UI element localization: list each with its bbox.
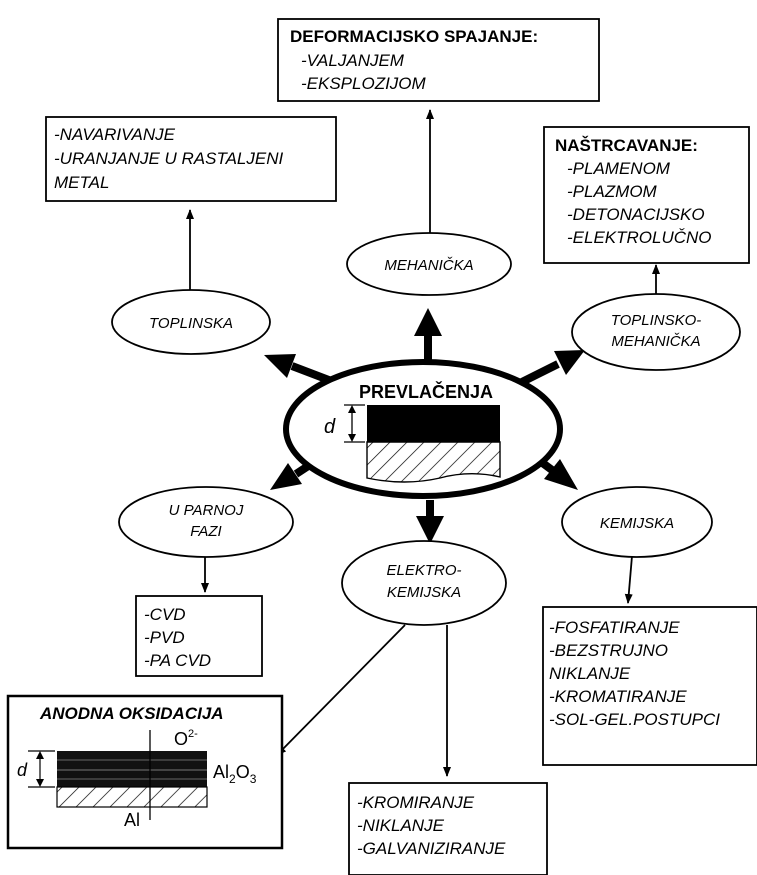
center-node: PREVLAČENJA d xyxy=(283,359,563,499)
chemical-item-1: -FOSFATIRANJE xyxy=(549,618,680,637)
method-toplinsko-mehanicka: TOPLINSKO- MEHANIČKA xyxy=(571,293,741,371)
deformation-item-2: -EKSPLOZIJOM xyxy=(301,74,427,93)
oxygen-ion-label: O2- xyxy=(174,728,198,749)
arrow-to-elektro-kemijska xyxy=(416,500,444,544)
arrow-to-toplinska xyxy=(264,354,336,386)
coating-layer xyxy=(367,405,500,442)
electro-item-1: -KROMIRANJE xyxy=(357,793,475,812)
chemical-item-5: -SOL-GEL.POSTUPCI xyxy=(549,710,720,729)
toplinsko-mehanicka-line1: TOPLINSKO- xyxy=(611,312,702,329)
anodic-title: ANODNA OKSIDACIJA xyxy=(39,704,224,723)
thermal-item-2: -URANJANJE U RASTALJENI xyxy=(54,149,283,168)
aluminium-label: Al xyxy=(124,810,140,830)
box-chemical: -FOSFATIRANJE -BEZSTRUJNO NIKLANJE -KROM… xyxy=(542,606,757,766)
deformation-item-1: -VALJANJEM xyxy=(301,51,405,70)
u-parnoj-fazi-line2: FAZI xyxy=(190,523,221,540)
toplinsko-mehanicka-line2: MEHANIČKA xyxy=(611,333,700,350)
arrow-elektro-to-anodic-box xyxy=(276,624,406,756)
spraying-title: NAŠTRCAVANJE: xyxy=(555,136,698,155)
elektro-kemijska-line2: KEMIJSKA xyxy=(387,584,461,601)
box-thermal: -NAVARIVANJE -URANJANJE U RASTALJENI MET… xyxy=(45,116,337,202)
chemical-item-3: NIKLANJE xyxy=(549,664,631,683)
box-anodic: ANODNA OKSIDACIJA d O2- Al2O3 Al xyxy=(6,694,284,850)
box-vapour: -CVD -PVD -PA CVD xyxy=(135,595,263,677)
mehanicka-label: MEHANIČKA xyxy=(384,257,473,274)
aluminium-layer xyxy=(56,786,208,808)
deformation-title: DEFORMACIJSKO SPAJANJE: xyxy=(290,27,538,46)
method-elektro-kemijska: ELEKTRO- KEMIJSKA xyxy=(341,540,507,626)
anodic-thickness-label: d xyxy=(17,760,28,780)
box-deformation: DEFORMACIJSKO SPAJANJE: -VALJANJEM -EKSP… xyxy=(277,18,600,102)
thermal-item-1: -NAVARIVANJE xyxy=(54,125,176,144)
arrow-to-toplinsko-mehanicka xyxy=(520,350,585,386)
spraying-item-3: -DETONACIJSKO xyxy=(567,205,705,224)
spraying-item-1: -PLAMENOM xyxy=(567,159,671,178)
thermal-item-3: METAL xyxy=(54,173,109,192)
method-toplinska: TOPLINSKA xyxy=(111,289,271,355)
chemical-item-4: -KROMATIRANJE xyxy=(549,687,687,706)
toplinska-label: TOPLINSKA xyxy=(149,315,233,332)
kemijska-label: KEMIJSKA xyxy=(600,515,674,532)
vapour-item-3: -PA CVD xyxy=(144,651,211,670)
electro-item-2: -NIKLANJE xyxy=(357,816,445,835)
u-parnoj-fazi-line1: U PARNOJ xyxy=(169,502,244,519)
arrow-to-mehanicka xyxy=(414,308,442,360)
box-electro: -KROMIRANJE -NIKLANJE -GALVANIZIRANJE xyxy=(348,782,548,875)
alumina-label: Al2O3 xyxy=(213,762,257,786)
elektro-kemijska-line1: ELEKTRO- xyxy=(386,562,461,579)
chemical-item-2: -BEZSTRUJNO xyxy=(549,641,668,660)
oxide-layer xyxy=(57,751,207,787)
arrow-kemijska-to-chemical-box xyxy=(624,555,633,604)
center-thickness-label: d xyxy=(324,416,336,438)
vapour-item-2: -PVD xyxy=(144,628,185,647)
method-mehanicka: MEHANIČKA xyxy=(346,232,512,296)
method-u-parnoj-fazi: U PARNOJ FAZI xyxy=(118,486,294,558)
spraying-item-4: -ELEKTROLUČNO xyxy=(567,228,712,247)
box-spraying: NAŠTRCAVANJE: -PLAMENOM -PLAZMOM -DETONA… xyxy=(543,126,750,264)
substrate-layer xyxy=(366,441,501,483)
center-title: PREVLAČENJA xyxy=(359,381,493,402)
thin-arrows xyxy=(186,109,660,777)
method-kemijska: KEMIJSKA xyxy=(561,486,713,558)
vapour-item-1: -CVD xyxy=(144,605,186,624)
electro-item-3: -GALVANIZIRANJE xyxy=(357,839,506,858)
spraying-item-2: -PLAZMOM xyxy=(567,182,658,201)
